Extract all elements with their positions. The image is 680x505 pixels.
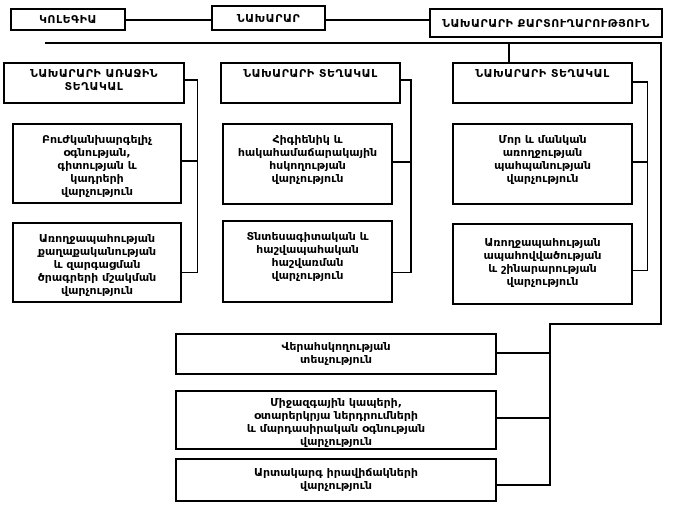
connector-middle-head-stub: [401, 79, 412, 81]
connector-left-dept2-stub: [182, 271, 198, 273]
dept-economics-accounting-box: Տնտեսագիտական և հաշվապահական հաշվառման վ…: [222, 220, 393, 303]
unit-emergency-situations-box: Արտակարգ իրավիճակների վարչություն: [175, 458, 497, 502]
connector-collegium-minister: [126, 19, 211, 21]
unit-international-relations-box: Միջազգային կապերի, օտարերկրյա ներդրումնե…: [175, 390, 497, 450]
dept-medical-preventive-box: Բուժկանխարգելիչ օգնության, գիտության և կ…: [12, 123, 182, 204]
connector-left-dept1-stub: [182, 160, 198, 162]
connector-right-head-stub: [633, 81, 648, 83]
unit-supervision-inspectorate-box: Վերահսկողության տեսչություն: [175, 333, 497, 375]
minister-box: ՆԱԽԱՐԱՐ: [211, 5, 326, 31]
connector-right-outer-vertical: [660, 42, 662, 324]
connector-bottom-spine: [549, 323, 551, 486]
connector-bottom-jog: [549, 323, 662, 325]
connector-middle-dept2-stub: [393, 271, 412, 273]
dept-hygiene-epidemic-box: Հիգիենիկ և հակահամաճարակային հսկողության…: [222, 123, 393, 205]
secretariat-box: ՆԱԽԱՐԱՐԻ ՔԱՐՏՈՒՂԱՐՈՒԹՅՈՒՆ: [429, 8, 663, 38]
connector-middle-dept1-stub: [393, 161, 412, 163]
connector-right-dept2-stub: [633, 269, 648, 271]
connector-right-spine: [646, 81, 648, 271]
connector-main-horizontal: [45, 42, 662, 44]
connector-stub-supervision: [497, 352, 550, 354]
connector-left-head-stub: [185, 79, 198, 81]
connector-right-dept1-stub: [633, 161, 648, 163]
connector-stub-international: [497, 417, 550, 419]
connector-drop-deputy-third: [508, 42, 510, 62]
connector-stub-emergency: [497, 484, 550, 486]
deputy-first-box: ՆԱԽԱՐԱՐԻ ԱՌԱՋԻՆ ՏԵՂԱԿԱԼ: [3, 62, 185, 104]
deputy-third-box: ՆԱԽԱՐԱՐԻ ՏԵՂԱԿԱԼ: [452, 62, 633, 104]
connector-left-spine: [196, 79, 198, 273]
dept-mother-child-box: Մոր և մանկան առողջության պահպանության վա…: [452, 123, 633, 205]
connector-minister-secretariat: [326, 19, 429, 21]
deputy-second-box: ՆԱԽԱՐԱՐԻ ՏԵՂԱԿԱԼ: [220, 62, 401, 104]
connector-middle-spine: [410, 79, 412, 273]
dept-health-policy-box: Առողջապահության քաղաքականության և զարգաց…: [12, 222, 182, 303]
collegium-box: ԿՈԼԵԳԻԱ: [10, 8, 126, 31]
dept-insurance-construction-box: Առողջապահության ապահովվածության և շինարա…: [452, 223, 633, 305]
